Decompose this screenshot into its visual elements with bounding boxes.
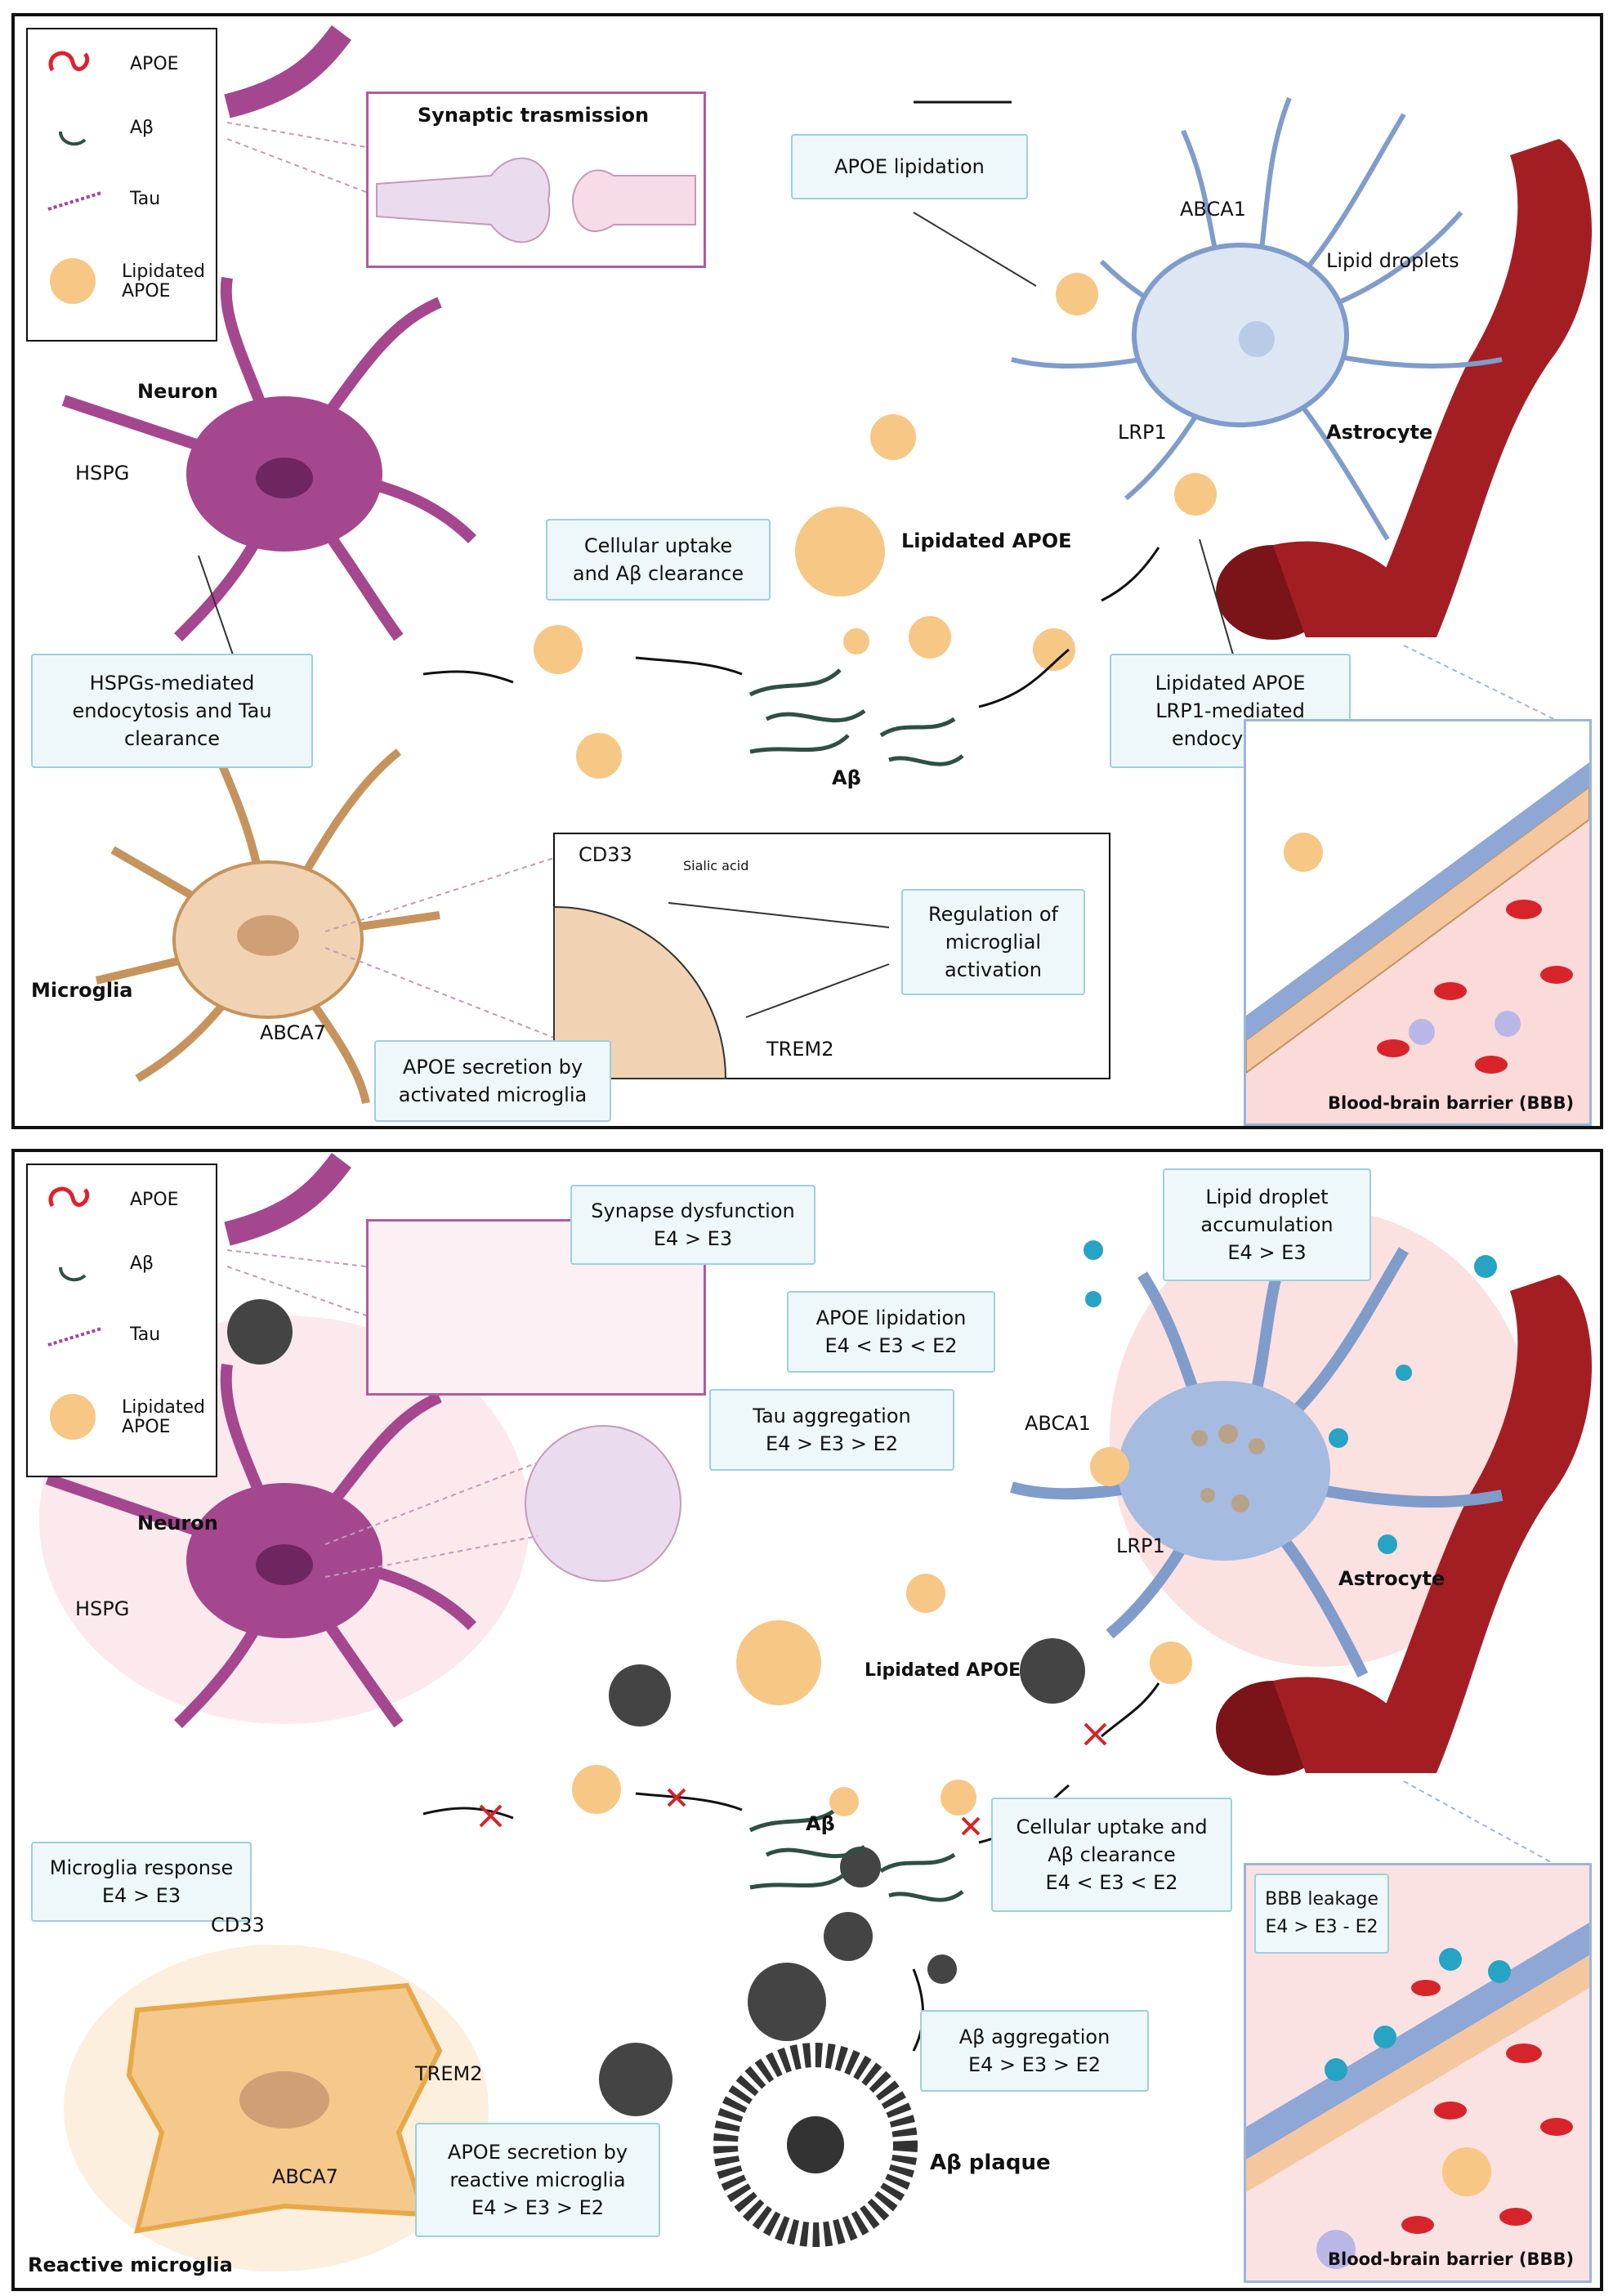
abca7-label: ABCA7 <box>272 2165 338 2188</box>
bbb-drawing <box>1246 721 1589 1123</box>
abeta-plaque <box>713 2043 918 2247</box>
bbb-leakage-box: BBB leakage E4 > E3 - E2 <box>1254 1874 1389 1954</box>
astrocyte-cell <box>1010 1231 1504 1678</box>
apoe-lipidation-box: APOE lipidation <box>791 134 1028 199</box>
legend-icons <box>47 1186 102 1440</box>
tau-icon <box>47 1327 102 1347</box>
astrocyte-label: Astrocyte <box>1326 421 1433 444</box>
reactive-microglia-label: Reactive microglia <box>28 2254 233 2276</box>
bottom-panel: APOE Aβ Tau Lipidated APOE Synapse dysfu… <box>11 1149 1603 2291</box>
bottom-panel-art <box>39 1152 1592 2271</box>
legend-tau: Tau <box>130 1324 161 1345</box>
abeta-clumps <box>227 1299 1489 2136</box>
neuron-cell <box>45 1364 476 1728</box>
lrp1-label: LRP1 <box>1118 421 1167 444</box>
cellular-uptake-box: Cellular uptake and Aβ clearance E4 < E3… <box>991 1798 1232 1912</box>
tau-aggregation-box: Tau aggregation E4 > E3 > E2 <box>709 1389 954 1471</box>
legend: APOE Aβ Tau Lipidated APOE <box>26 28 217 342</box>
neuron-cell <box>61 276 476 641</box>
neuron-label: Neuron <box>137 1512 218 1534</box>
blocked-marks <box>479 1722 1107 1836</box>
tau-icon <box>47 191 102 211</box>
cd33-label: CD33 <box>579 843 632 866</box>
apoe-secretion-box: APOE secretion by activated microglia <box>374 1040 611 1122</box>
legend-abeta: Aβ <box>130 1253 154 1274</box>
lipidated-apoe-label: Lipidated APOE <box>901 529 1072 552</box>
lipidated-apoe-icon <box>50 258 96 304</box>
lipidated-apoe-icon <box>50 1394 96 1440</box>
microglia-label: Microglia <box>31 979 133 1002</box>
top-panel-art <box>61 25 1592 1105</box>
cellular-uptake-box: Cellular uptake and Aβ clearance <box>546 519 771 601</box>
apoe-lipidation-box: APOE lipidation E4 < E3 < E2 <box>787 1291 995 1373</box>
synapse-dysfunction-box: Synapse dysfunction E4 > E3 <box>570 1185 815 1265</box>
lipid-droplet-box: Lipid droplet accumulation E4 > E3 <box>1163 1168 1371 1281</box>
bbb-inset: BBB leakage E4 > E3 - E2 Blood-brain bar… <box>1244 1863 1592 2283</box>
hspg-label: HSPG <box>75 462 130 485</box>
bbb-label: Blood-brain barrier (BBB) <box>1328 2249 1575 2269</box>
blood-vessel <box>1355 1275 1592 1773</box>
trem2-label: TREM2 <box>415 2062 483 2085</box>
apoe-icon <box>48 51 90 72</box>
plaque-label: Aβ plaque <box>930 2151 1051 2175</box>
lrp1-label: LRP1 <box>1116 1534 1165 1557</box>
abeta-aggregation-box: Aβ aggregation E4 > E3 > E2 <box>920 2010 1149 2092</box>
blood-vessel <box>1355 139 1592 637</box>
lipidated-apoe-particles <box>534 273 1217 779</box>
abca1-label: ABCA1 <box>1180 198 1246 221</box>
microglia-response-box: Microglia response E4 > E3 <box>31 1842 252 1922</box>
synaptic-transmission-box: Synaptic trasmission <box>366 92 706 268</box>
abeta-fibrils <box>748 668 964 766</box>
cd33-label: CD33 <box>211 1914 265 1936</box>
legend-apoe: APOE <box>130 1190 179 1210</box>
astrocyte-label: Astrocyte <box>1338 1567 1445 1590</box>
legend-lipidated-apoe: Lipidated APOE <box>122 261 206 302</box>
abeta-icon <box>59 1266 87 1282</box>
apoe-icon <box>48 1186 90 1208</box>
legend-abeta: Aβ <box>130 118 154 138</box>
lipidated-apoe-label: Lipidated APOE <box>865 1660 1021 1681</box>
synaptic-title: Synaptic trasmission <box>418 104 650 127</box>
hspg-endocytosis-box: HSPGs-mediated endocytosis and Tau clear… <box>31 654 313 768</box>
top-panel: APOE Aβ Tau Lipidated APOE Synaptic tras… <box>11 13 1603 1129</box>
apoe-secretion-box: APOE secretion by reactive microglia E4 … <box>415 2123 660 2237</box>
legend-tau: Tau <box>130 189 161 209</box>
abca1-label: ABCA1 <box>1025 1412 1091 1435</box>
abeta-icon <box>59 131 87 146</box>
synapse-drawing <box>376 157 696 243</box>
legend-apoe: APOE <box>130 54 179 74</box>
legend: APOE Aβ Tau Lipidated APOE <box>26 1164 217 1477</box>
legend-lipidated-apoe: Lipidated APOE <box>122 1397 206 1437</box>
bbb-label: Blood-brain barrier (BBB) <box>1328 1093 1575 1113</box>
abeta-fibrils <box>748 1804 964 1902</box>
lipid-droplets-label: Lipid droplets <box>1326 249 1459 272</box>
abeta-label: Aβ <box>806 1812 835 1835</box>
sialic-acid-label: Sialic acid <box>683 858 749 873</box>
neuron-label: Neuron <box>137 380 218 403</box>
bbb-inset: Blood-brain barrier (BBB) <box>1244 719 1592 1126</box>
tau-aggregation-zoom <box>525 1425 681 1582</box>
trem2-label: TREM2 <box>766 1038 834 1061</box>
hspg-label: HSPG <box>75 1597 130 1620</box>
regulation-box: Regulation of microglial activation <box>901 889 1085 995</box>
legend-icons <box>47 51 102 304</box>
abeta-label: Aβ <box>832 766 861 789</box>
abca7-label: ABCA7 <box>260 1021 326 1044</box>
